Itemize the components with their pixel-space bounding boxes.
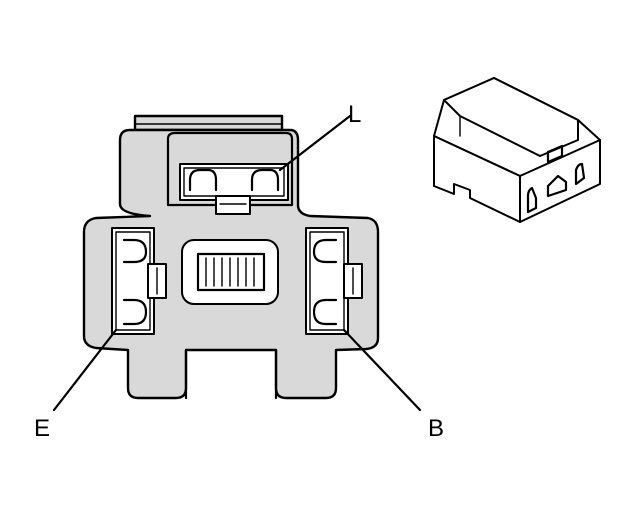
top-lock-tab (133, 114, 284, 132)
connector-isometric-view (433, 77, 601, 223)
leader-line-b (342, 328, 422, 412)
terminal-b (305, 227, 363, 335)
label-l: L (348, 101, 361, 128)
label-b: B (428, 415, 444, 442)
terminal-e (111, 227, 167, 335)
leader-line-l (278, 114, 352, 172)
label-e: E (34, 415, 50, 442)
upper-inner-block (166, 131, 294, 207)
leader-line-e (52, 328, 118, 412)
center-latch (181, 239, 279, 305)
terminal-l (179, 163, 289, 215)
